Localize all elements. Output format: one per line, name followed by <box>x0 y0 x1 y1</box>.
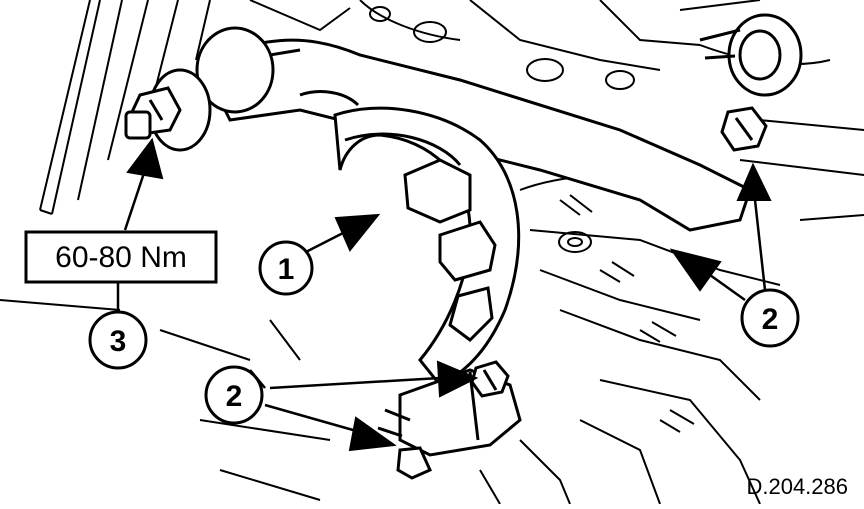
torque-spec-box: 60-80 Nm <box>24 230 218 284</box>
arrow-to-subframe-bolt <box>669 248 746 302</box>
callout-2-left-label: 2 <box>226 380 243 413</box>
drawing-reference: D.204.286 <box>746 474 848 499</box>
arrow-to-upper-nut <box>736 162 772 291</box>
arrow-to-bottom-bolt <box>264 403 397 452</box>
callout-1-label: 1 <box>278 253 295 286</box>
left-mounting-bolt <box>124 86 182 140</box>
arrow-to-lower-nut <box>269 360 479 398</box>
callout-1: 1 <box>258 240 314 296</box>
arrow-to-lower-arm <box>299 213 381 257</box>
arrow-to-left-bolt <box>123 137 164 231</box>
callout-2-left: 2 <box>204 365 264 425</box>
lower-bushing-housing <box>377 360 522 480</box>
torque-spec-label: 60-80 Nm <box>55 241 187 274</box>
indicator-arrows <box>123 137 772 452</box>
callout-2-right: 2 <box>740 288 800 348</box>
callout-2-right-label: 2 <box>762 303 779 336</box>
callout-3: 3 <box>88 310 148 370</box>
lower-control-arm <box>299 90 521 387</box>
right-ball-joint-nut <box>720 106 768 152</box>
callout-3-label: 3 <box>110 325 127 358</box>
